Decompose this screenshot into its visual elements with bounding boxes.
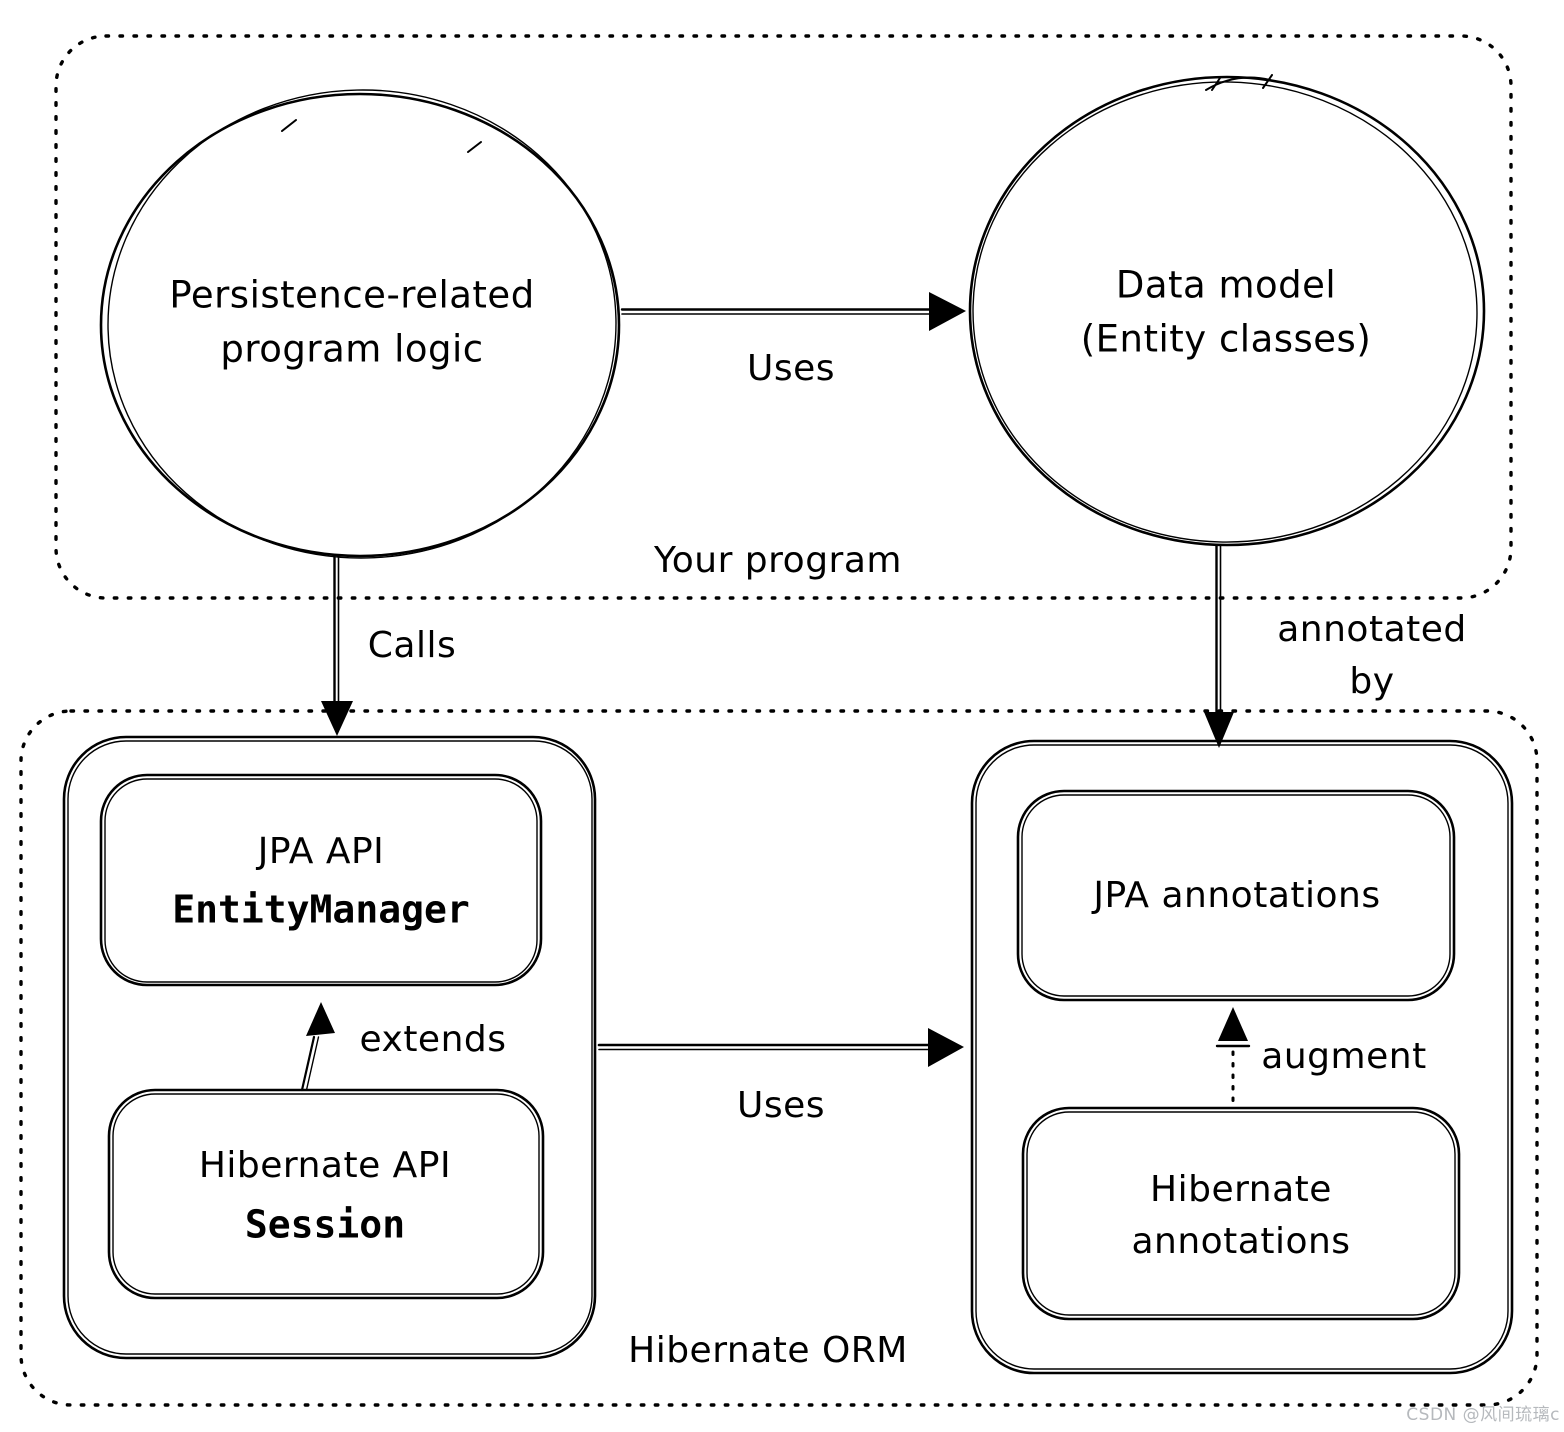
csdn-watermark: CSDN @风间琉璃c <box>1406 1405 1560 1425</box>
your-program-container-outline <box>54 34 1513 600</box>
hibernate-orm-container-label: Hibernate ORM <box>628 1329 908 1371</box>
edge-augment-label: augment <box>1261 1035 1427 1077</box>
persistence-logic-label: Persistence-related program logic <box>169 273 535 370</box>
hibernate-annotations-box <box>1021 1106 1461 1321</box>
edge-extends <box>300 1002 335 1092</box>
edge-uses-bottom-label: Uses <box>736 1084 826 1126</box>
jpa-annotations-box <box>1016 789 1456 1002</box>
data-model-circle <box>968 74 1486 547</box>
edge-calls-label: Calls <box>367 624 457 666</box>
your-program-container-label: Your program <box>654 539 902 581</box>
edge-uses-top-label: Uses <box>746 347 836 389</box>
edge-uses-top <box>620 292 966 331</box>
jpa-api-box <box>99 773 543 987</box>
edge-uses-bottom <box>597 1028 964 1067</box>
hibernate-api-box <box>107 1088 545 1300</box>
jpa-annotations-label: JPA annotations <box>1093 874 1381 916</box>
hibernate-api-title: Hibernate API <box>198 1144 452 1186</box>
hibernate-api-class-name: Session <box>244 1202 406 1247</box>
annotations-container-outline <box>970 739 1514 1375</box>
persistence-logic-circle <box>99 89 621 559</box>
hibernate-annotations-label: Hibernate annotations <box>1131 1168 1351 1262</box>
api-container-outline <box>62 735 597 1360</box>
data-model-label: Data model (Entity classes) <box>1080 263 1372 360</box>
edge-calls <box>321 555 353 736</box>
edge-annotated-by <box>1204 544 1234 748</box>
edge-augment <box>1215 1007 1251 1108</box>
hibernate-orm-container-outline <box>19 709 1539 1407</box>
jpa-api-title: JPA API <box>257 830 385 872</box>
jpa-api-class-name: EntityManager <box>172 887 470 932</box>
edge-extends-label: extends <box>359 1018 507 1060</box>
edge-annotated-by-label: annotated by <box>1277 608 1467 702</box>
